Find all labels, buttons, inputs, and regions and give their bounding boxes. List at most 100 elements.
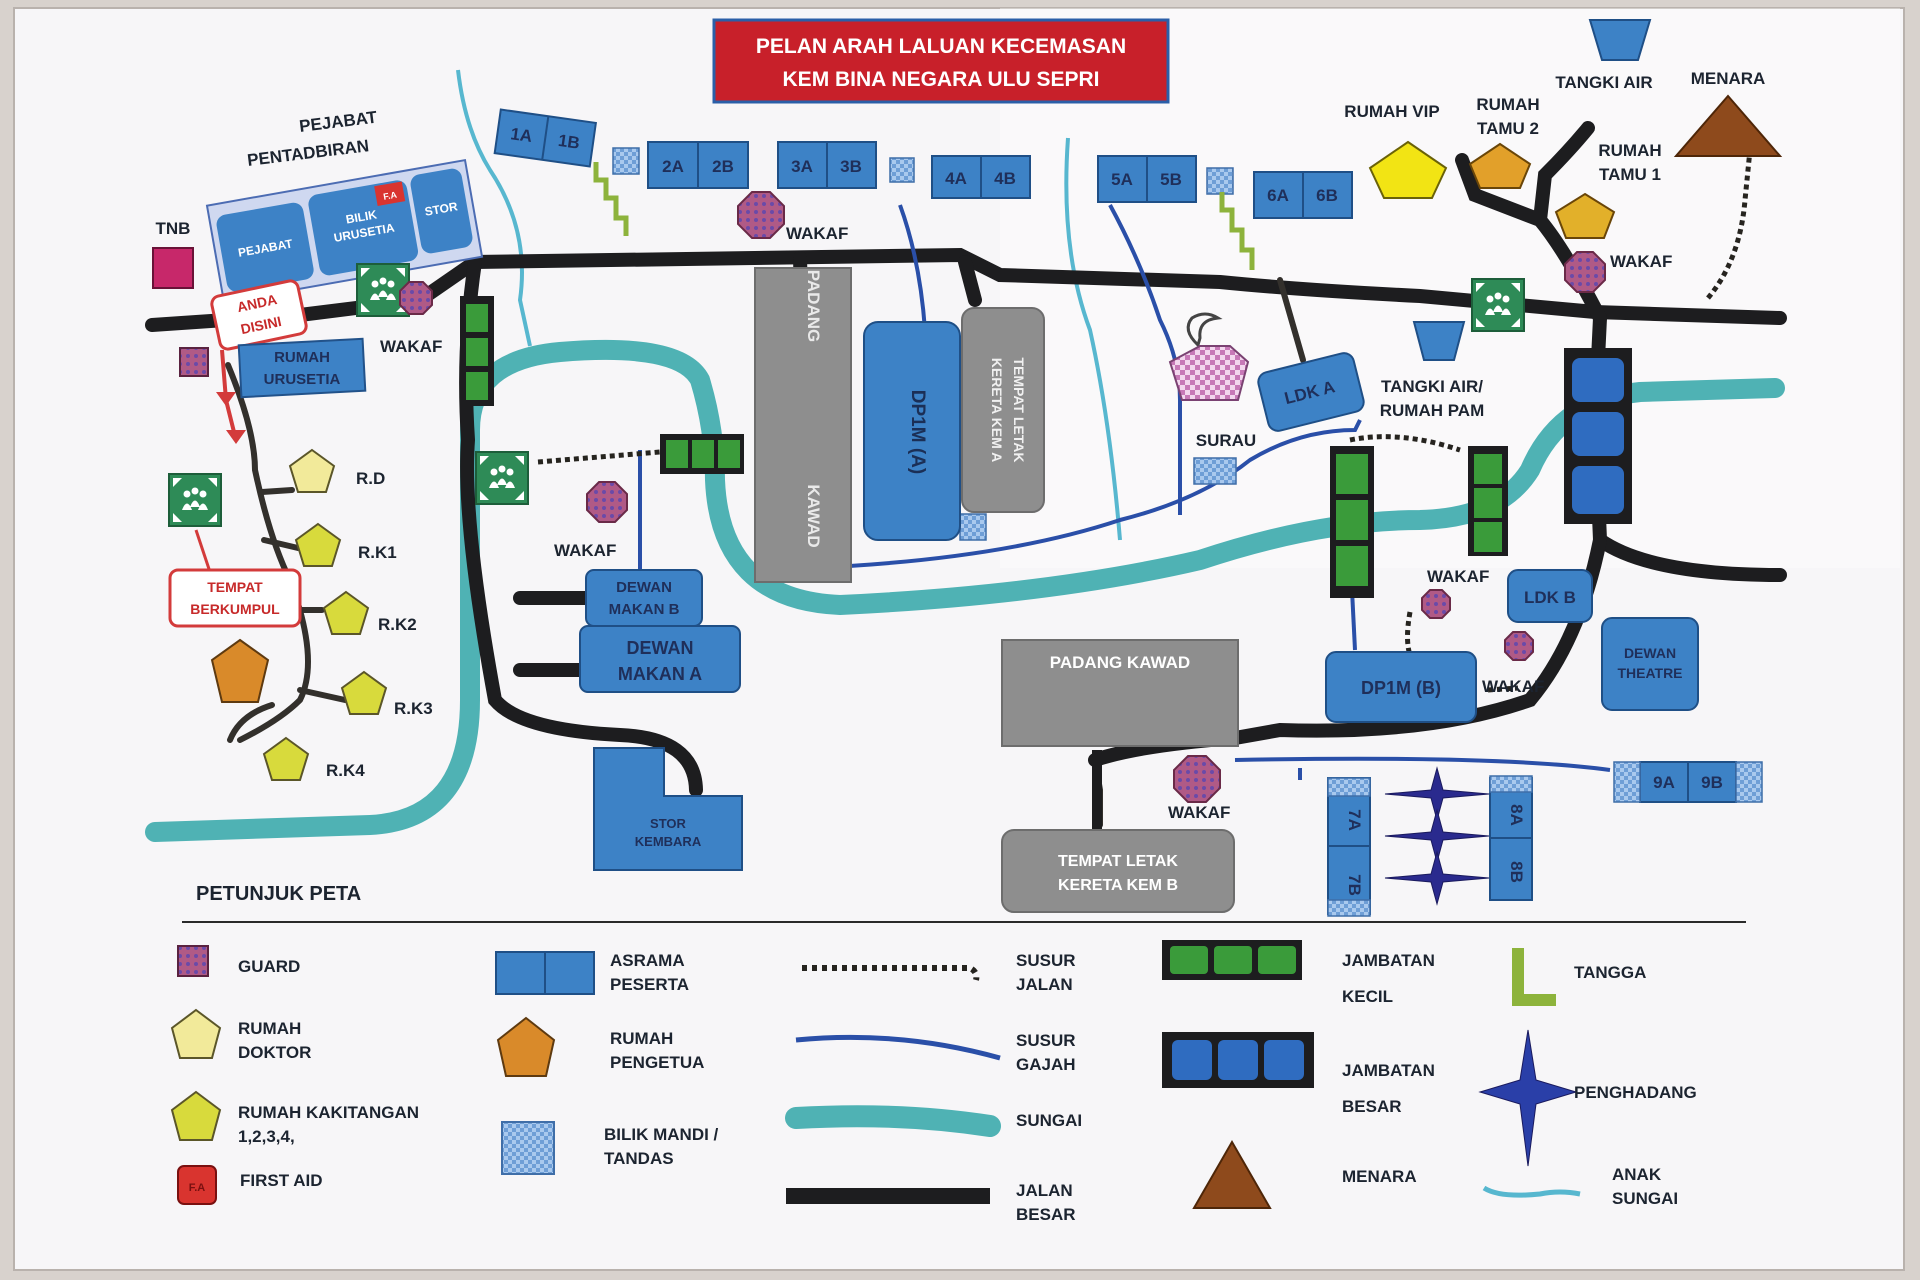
rumah-urusetia-line2: URUSETIA (264, 371, 341, 388)
legend-jalan-besar-2: BESAR (1016, 1205, 1076, 1224)
dp1m-a-label: DP1M (A) (907, 390, 928, 474)
small-bridges (460, 296, 1508, 598)
staff-house-legend-icon (170, 1090, 222, 1141)
barrier-legend-icon (1478, 1029, 1578, 1167)
rumah-tamu1-line2: TAMU 1 (1599, 165, 1661, 184)
legend-menara: MENARA (1342, 1167, 1417, 1186)
guard-post (179, 347, 209, 377)
padang-kawad-b: PADANG KAWAD (1001, 639, 1239, 832)
legend-pengetua-1: RUMAH (610, 1029, 673, 1048)
legend-penghadang: PENGHADANG (1574, 1083, 1697, 1102)
dp1m-b: DP1M (B) (1325, 651, 1477, 723)
legend-susur-jalan-2: JALAN (1016, 975, 1073, 994)
dorm-label: 9B (1701, 773, 1723, 792)
rumah-urusetia: RUMAH URUSETIA (237, 337, 367, 399)
ldk-b-label: LDK B (1524, 588, 1576, 607)
rk2-label: R.K2 (378, 615, 417, 634)
rk3-label: R.K3 (394, 699, 433, 718)
legend-guard: GUARD (238, 957, 300, 976)
dorm-label: 7A (1345, 809, 1364, 831)
legend-bilik-mandi-1: BILIK MANDI / (604, 1125, 719, 1144)
padang-kawad-a: PADANG KAWAD (754, 267, 852, 583)
wakaf-label: WAKAF (1482, 677, 1544, 696)
toilet-legend-icon (501, 1121, 555, 1175)
dewan-makan: DEWAN MAKAN B DEWAN MAKAN A (579, 569, 741, 693)
rk4-label: R.K4 (326, 761, 365, 780)
legend-rumah-doktor-2: DOKTOR (238, 1043, 311, 1062)
legend-pengetua-2: PENGETUA (610, 1053, 704, 1072)
wakaf-icon (1504, 631, 1534, 661)
water-tank-icon (1412, 321, 1466, 361)
tower: MENARA (1673, 69, 1783, 157)
assembly-callout-line2: BERKUMPUL (190, 601, 280, 617)
toilets (612, 147, 1763, 917)
water-tank-pump: TANGKI AIR/ RUMAH PAM (1380, 321, 1484, 420)
parking-a-line1: TEMPAT LETAK (1011, 358, 1027, 463)
stairs-legend-icon (1512, 948, 1556, 1006)
wakaf-label: WAKAF (1168, 803, 1230, 822)
legend-rumah-doktor-1: RUMAH (238, 1019, 301, 1038)
dorm-label: 6B (1316, 186, 1338, 205)
doctor-house-icon (288, 448, 336, 493)
staff-houses: R.D R.K1 R.K2 R.K3 R.K4 (210, 448, 433, 781)
bilik-label-1: BILIK (345, 207, 379, 226)
wakaf-icon (1564, 251, 1606, 293)
legend-susur-jalan-1: SUSUR (1016, 951, 1076, 970)
dorm-label: 5A (1111, 170, 1133, 189)
assembly-callout: TEMPAT BERKUMPUL (168, 529, 302, 628)
legend-sungai: SUNGAI (1016, 1111, 1082, 1130)
wakaf-label: WAKAF (1610, 252, 1672, 271)
big-bridge (1564, 348, 1632, 524)
legend-rumah-kakitangan-1: RUMAH KAKITANGAN (238, 1103, 419, 1122)
dewan-theatre: DEWAN THEATRE (1601, 617, 1699, 711)
ldk-b: LDK B (1507, 569, 1593, 623)
guest-houses: RUMAH VIP RUMAH TAMU 2 RUMAH TAMU 1 (1344, 95, 1662, 239)
legend-jalan-besar-1: JALAN (1016, 1181, 1073, 1200)
stor-label: STOR (424, 199, 459, 219)
principal-house-legend-icon (496, 1016, 556, 1077)
dorm-label: 3A (791, 157, 813, 176)
stairs (593, 162, 1255, 270)
rumah-urusetia-line1: RUMAH (274, 349, 330, 366)
dp1m-a: DP1M (A) (863, 321, 961, 541)
assembly-callout-line1: TEMPAT (207, 579, 263, 595)
padang-kawad-b-label: PADANG KAWAD (1050, 653, 1190, 672)
legend-asrama-1: ASRAMA (610, 951, 685, 970)
you-are-here: ANDA DISINI (210, 279, 308, 444)
staff-house-icon (294, 522, 342, 567)
wakaf-huts (399, 191, 1606, 803)
legend: PETUNJUK PETA GUARD RUMAH DOKTOR RUMAH K… (170, 883, 1746, 1224)
legend-fa-mark: F.A (189, 1182, 206, 1194)
legend-first-aid: FIRST AID (240, 1171, 322, 1190)
map-title: PELAN ARAH LALUAN KECEMASAN KEM BINA NEG… (712, 18, 1170, 104)
legend-asrama-2: PESERTA (610, 975, 689, 994)
wakaf-icon (1173, 755, 1221, 803)
surau: SURAU (1168, 312, 1256, 450)
dorm-label: 1B (557, 131, 581, 153)
legend-anak-sungai-1: ANAK (1612, 1165, 1662, 1184)
stor-kembara-line1: STOR (650, 816, 686, 831)
map-title-line1: PELAN ARAH LALUAN KECEMASAN (756, 35, 1126, 58)
padang-label: PADANG (804, 270, 823, 342)
dorm-label: 8A (1507, 804, 1526, 826)
arrow-icon (216, 392, 246, 444)
staff-house-icon (322, 590, 370, 635)
water-tank-icon (1588, 19, 1652, 61)
water-tank: TANGKI AIR (1555, 19, 1653, 92)
wakaf-icon (1421, 589, 1451, 619)
dorm-label: 4A (945, 169, 967, 188)
assembly-point-icon (475, 451, 529, 505)
assembly-point-icon (168, 473, 222, 527)
wakaf-label: WAKAF (554, 541, 616, 560)
kawad-label: KAWAD (804, 484, 823, 547)
parking-a-line2: KERETA KEM A (989, 358, 1005, 462)
dewan-makan-b-line2: MAKAN B (609, 601, 680, 618)
barrier-icon (1384, 850, 1490, 906)
legend-jambatan-besar-1: JAMBATAN (1342, 1061, 1435, 1080)
dorm-label: 2B (712, 157, 734, 176)
legend-tangga: TANGGA (1574, 963, 1646, 982)
dorm-label: 5B (1160, 170, 1182, 189)
rumah-tamu2-line2: TAMU 2 (1477, 119, 1539, 138)
stor-kembara-line2: KEMBARA (635, 834, 702, 849)
